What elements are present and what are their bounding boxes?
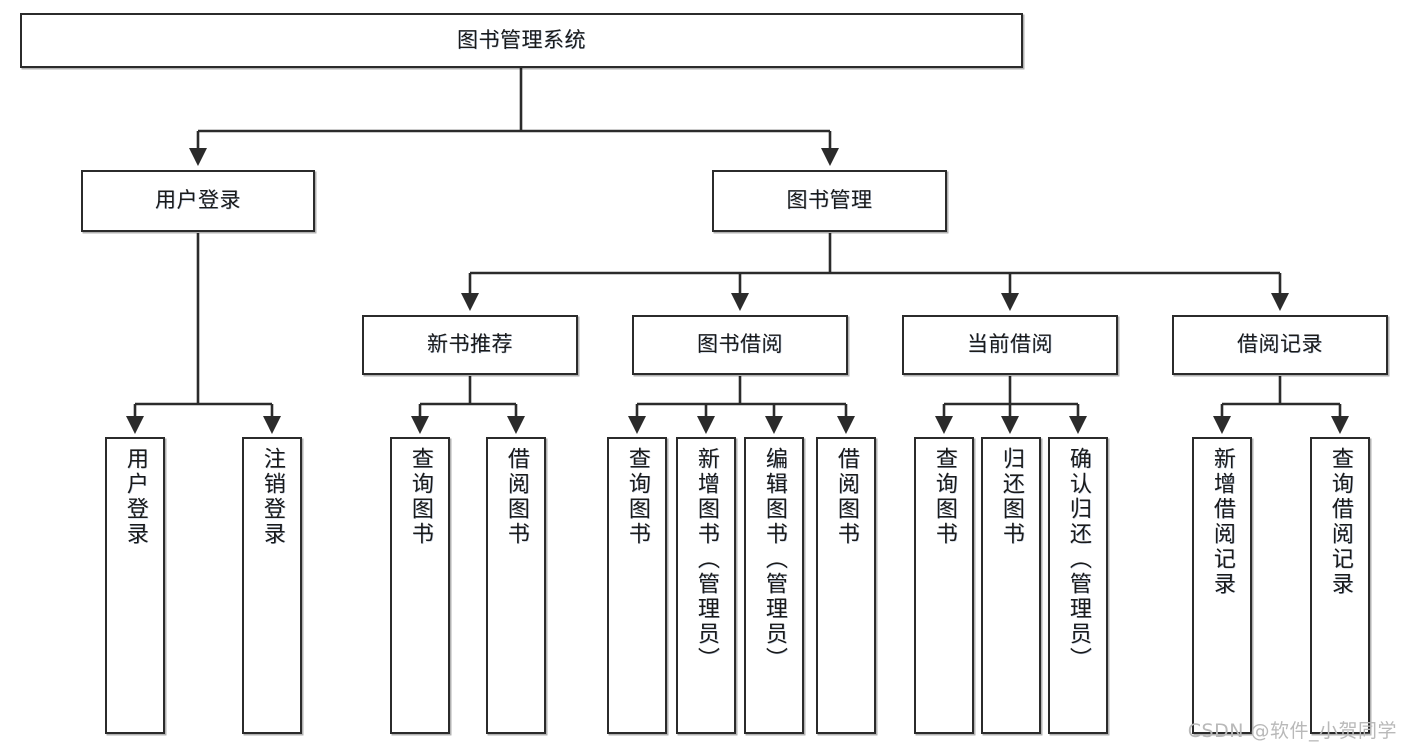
leaf-borrow-book-1[interactable]: 借阅图书: [486, 437, 546, 734]
node-label: 查询图书: [407, 447, 433, 547]
leaf-query-book-3[interactable]: 查询图书: [914, 437, 974, 734]
node-label: 新增借阅记录: [1209, 447, 1235, 597]
node-label: 归还图书: [998, 447, 1024, 547]
node-current-borrow[interactable]: 当前借阅: [902, 315, 1118, 375]
leaf-query-book-2[interactable]: 查询图书: [607, 437, 667, 734]
node-label: 当前借阅: [967, 332, 1053, 357]
node-label: 查询图书: [931, 447, 957, 547]
leaf-logout-login[interactable]: 注销登录: [242, 437, 302, 734]
node-book-management[interactable]: 图书管理: [712, 170, 947, 232]
node-borrow-record[interactable]: 借阅记录: [1172, 315, 1388, 375]
leaf-borrow-book-2[interactable]: 借阅图书: [816, 437, 876, 734]
node-label: 借阅图书: [833, 447, 859, 547]
node-label: 借阅记录: [1237, 332, 1323, 357]
node-label: 图书借阅: [697, 332, 783, 357]
node-label: 图书管理系统: [457, 27, 586, 52]
node-label: 编辑图书（管理员）: [761, 447, 787, 672]
node-new-book-recommendation[interactable]: 新书推荐: [362, 315, 578, 375]
leaf-edit-book-admin[interactable]: 编辑图书（管理员）: [744, 437, 804, 734]
node-label: 图书管理: [786, 188, 873, 213]
leaf-add-borrow-record[interactable]: 新增借阅记录: [1192, 437, 1252, 734]
node-label: 借阅图书: [503, 447, 529, 547]
leaf-user-login[interactable]: 用户登录: [105, 437, 165, 734]
node-label: 确认归还（管理员）: [1065, 447, 1091, 672]
leaf-query-borrow-record[interactable]: 查询借阅记录: [1310, 437, 1370, 734]
node-label: 新增图书（管理员）: [693, 447, 719, 672]
node-label: 查询图书: [624, 447, 650, 547]
node-book-borrow[interactable]: 图书借阅: [632, 315, 848, 375]
node-label: 用户登录: [155, 188, 241, 213]
leaf-return-book[interactable]: 归还图书: [981, 437, 1041, 734]
node-label: 注销登录: [259, 447, 285, 547]
leaf-add-book-admin[interactable]: 新增图书（管理员）: [676, 437, 736, 734]
node-label: 查询借阅记录: [1327, 447, 1353, 597]
node-user-login[interactable]: 用户登录: [81, 170, 315, 232]
node-root-book-management-system[interactable]: 图书管理系统: [20, 13, 1023, 68]
leaf-query-book-1[interactable]: 查询图书: [390, 437, 450, 734]
leaf-confirm-return-admin[interactable]: 确认归还（管理员）: [1048, 437, 1108, 734]
node-label: 用户登录: [122, 447, 148, 547]
node-label: 新书推荐: [427, 332, 513, 357]
